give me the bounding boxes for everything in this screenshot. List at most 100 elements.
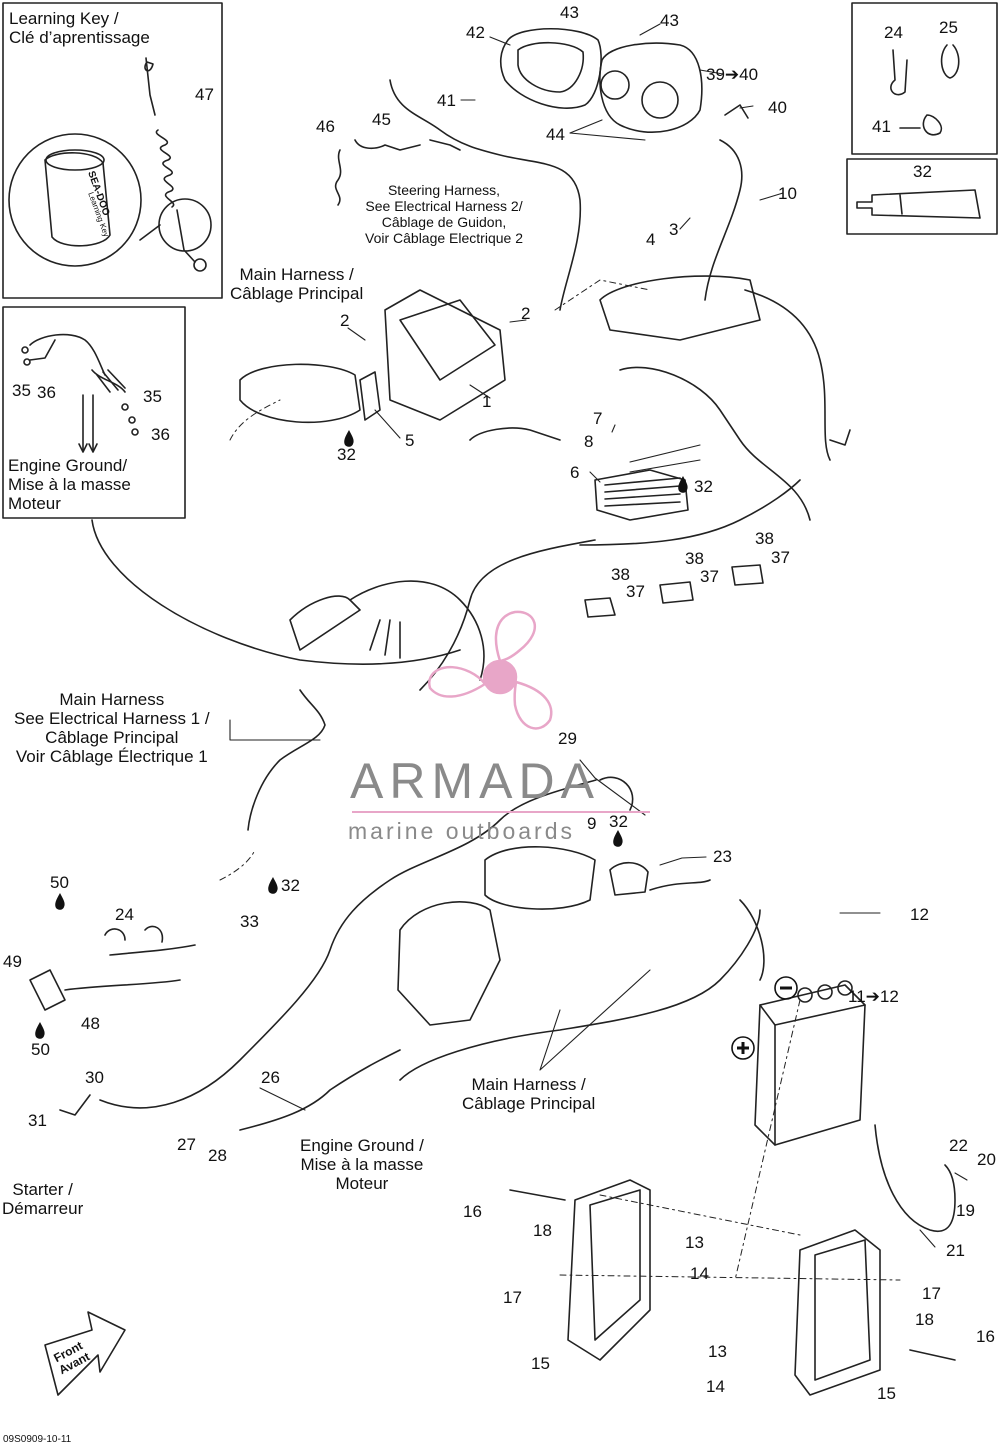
callout-48: 48: [81, 1014, 100, 1033]
engine-ground-frame: [2, 306, 186, 519]
callout-38: 38: [755, 529, 774, 548]
callout-2: 2: [521, 304, 531, 323]
callout-44: 44: [546, 125, 565, 144]
callout-30: 30: [85, 1068, 104, 1087]
callout-15: 15: [877, 1384, 896, 1403]
callout-17: 17: [503, 1288, 522, 1307]
main-harness-top-label: Main Harness / Câblage Principal: [230, 265, 364, 303]
main-harness-mid-label: Main Harness See Electrical Harness 1 / …: [14, 690, 210, 766]
grease-tube-drawing: [856, 189, 981, 219]
clamps-drawing: [584, 564, 764, 618]
dashed-lines: [219, 279, 901, 1281]
battery-brackets-drawing: [509, 1179, 956, 1396]
callout-32: 32: [609, 812, 628, 831]
starter-cable-drawing: [59, 776, 634, 1116]
gauge-cluster-drawing: [499, 28, 749, 133]
callout-5: 5: [405, 431, 415, 450]
callout-41: 41: [872, 117, 891, 136]
callout-13: 13: [685, 1233, 704, 1252]
grease-drop-icons: [35, 430, 688, 1039]
callout-12: 12: [910, 905, 929, 924]
callout-8: 8: [584, 432, 594, 451]
callout-35: 35: [143, 387, 162, 406]
main-harness-mid-drawing: [91, 479, 801, 831]
callout-33: 33: [240, 912, 259, 931]
callout-42: 42: [466, 23, 485, 42]
engine-ground-drawing: [21, 333, 139, 453]
callout-28: 28: [208, 1146, 227, 1165]
main-harness-bottom-label: Main Harness / Câblage Principal: [462, 1075, 596, 1113]
leader-lines: [229, 23, 968, 1248]
clips-drawing: [890, 44, 960, 136]
callout-21: 21: [946, 1241, 965, 1260]
learning-key-frame: [2, 2, 223, 299]
callout-32: 32: [281, 876, 300, 895]
callout-16: 16: [463, 1202, 482, 1221]
solenoid-drawing: [397, 846, 711, 1026]
callout-18: 18: [915, 1310, 934, 1329]
callout-50: 50: [50, 873, 69, 892]
callout-37: 37: [771, 548, 790, 567]
callout-45: 45: [372, 110, 391, 129]
callout-31: 31: [28, 1111, 47, 1130]
callout-36: 36: [151, 425, 170, 444]
diagram-code: 09S0909-10-11: [3, 1434, 72, 1445]
callout-35: 35: [12, 381, 31, 400]
callout-22: 22: [949, 1136, 968, 1155]
callout-14: 14: [706, 1377, 725, 1396]
callout-24: 24: [115, 905, 134, 924]
callout-4: 4: [646, 230, 656, 249]
battery-cables-drawing: [239, 899, 956, 1233]
callout-17: 17: [922, 1284, 941, 1303]
key-post-drawing: [29, 925, 196, 1011]
clips-frame: [851, 2, 998, 155]
callout-50: 50: [31, 1040, 50, 1059]
front-arrow-drawing: [44, 1311, 126, 1396]
callout-20: 20: [977, 1150, 996, 1169]
callout-36: 36: [37, 383, 56, 402]
callout-40: 40: [768, 98, 787, 117]
callout-32: 32: [913, 162, 932, 181]
callout-37: 37: [700, 567, 719, 586]
callout-37: 37: [626, 582, 645, 601]
callout-11-12: 11➔12: [848, 987, 899, 1006]
callout-14: 14: [690, 1264, 709, 1283]
callout-23: 23: [713, 847, 732, 866]
callout-39-40: 39➔40: [706, 65, 759, 84]
callout-3: 3: [669, 220, 679, 239]
callout-27: 27: [177, 1135, 196, 1154]
learning-key-drawing: [8, 57, 212, 272]
callout-38: 38: [611, 565, 630, 584]
callout-49: 49: [3, 952, 22, 971]
engine-ground-bottom-label: Engine Ground / Mise à la masse Moteur: [300, 1136, 424, 1193]
callout-18: 18: [533, 1221, 552, 1240]
battery-drawing: [754, 980, 866, 1146]
callout-47: 47: [195, 85, 214, 104]
callout-32: 32: [694, 477, 713, 496]
callout-38: 38: [685, 549, 704, 568]
fuse-box-drawing: [239, 275, 851, 521]
watermark-subtitle: marine outboards: [348, 818, 575, 844]
starter-label: Starter / Démarreur: [2, 1180, 84, 1218]
steering-harness-drawing: [334, 79, 743, 311]
callout-2: 2: [340, 311, 350, 330]
callout-25: 25: [939, 18, 958, 37]
battery-terminals: [731, 976, 798, 1060]
callout-46: 46: [316, 117, 335, 136]
engine-ground-top-label: Engine Ground/ Mise à la masse Moteur: [8, 456, 131, 513]
callout-10: 10: [778, 184, 797, 203]
callout-13: 13: [708, 1342, 727, 1361]
callout-24: 24: [884, 23, 903, 42]
callout-15: 15: [531, 1354, 550, 1373]
watermark-title: ARMADA: [350, 753, 600, 809]
callout-29: 29: [558, 729, 577, 748]
regulator-drawing: [469, 427, 689, 521]
callout-43: 43: [560, 3, 579, 22]
callout-32: 32: [337, 445, 356, 464]
steering-harness-label: Steering Harness, See Electrical Harness…: [365, 182, 523, 246]
callout-26: 26: [261, 1068, 280, 1087]
learning-key-label: Learning Key / Clé d’aprentissage: [9, 9, 150, 47]
callout-43: 43: [660, 11, 679, 30]
